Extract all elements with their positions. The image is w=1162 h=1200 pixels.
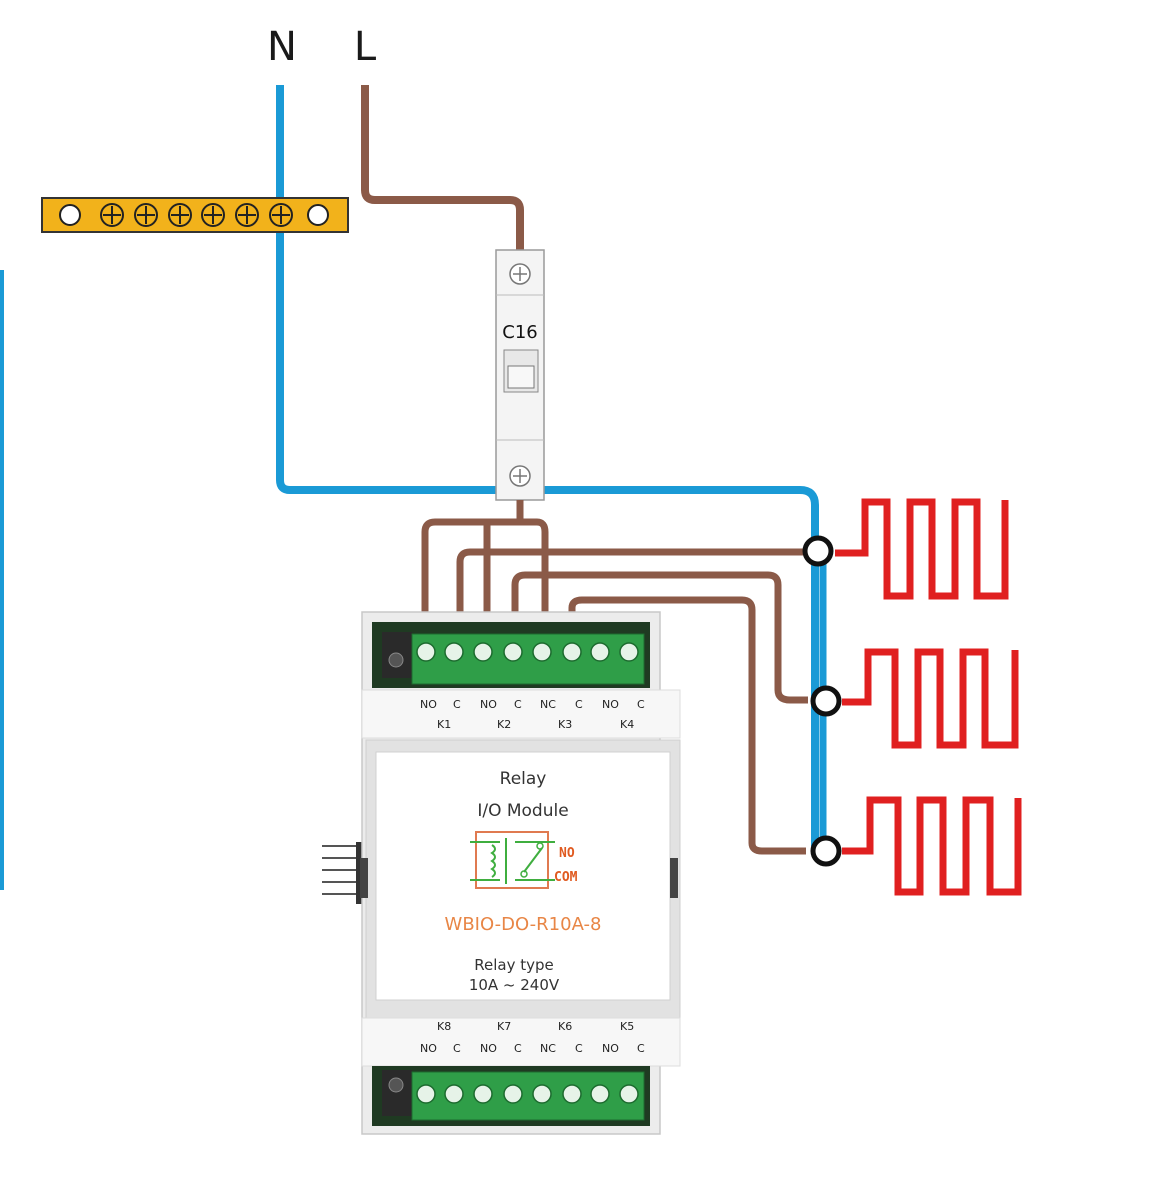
heater-2: [842, 648, 1019, 749]
k7-no-label: NO: [480, 1042, 497, 1055]
circuit-breaker: C16: [495, 249, 545, 501]
k3-c-label: C: [575, 698, 583, 711]
relay-rating-label: 10A ~ 240V: [469, 976, 560, 994]
junction-node-2: [810, 685, 842, 717]
breaker-rating: C16: [502, 322, 537, 343]
neutral-wire: [276, 85, 819, 850]
neutral-busbar: [41, 197, 349, 233]
top-channel-labels: NO C K1 NO C K2 NC C K3 NO C K4: [420, 698, 645, 731]
k1-label: K1: [437, 718, 451, 731]
k4-label: K4: [620, 718, 634, 731]
k5-c-label: C: [637, 1042, 645, 1055]
symbol-com-label: COM: [554, 870, 578, 885]
k8-label: K8: [437, 1020, 451, 1033]
k2-label: K2: [497, 718, 511, 731]
heater-3: [842, 796, 1022, 896]
k7-c-label: C: [514, 1042, 522, 1055]
symbol-no-label: NO: [559, 846, 575, 861]
k5-no-label: NO: [602, 1042, 619, 1055]
module-title-2: I/O Module: [477, 801, 568, 821]
bottom-terminal-screws: [416, 1084, 639, 1104]
line-wire-distribution: [421, 500, 549, 615]
junction-nodes: [802, 535, 842, 867]
line-wire-in: [361, 85, 524, 252]
k7-label: K7: [497, 1020, 511, 1033]
module-front-label: [375, 751, 671, 1001]
relay-type-label: Relay type: [474, 956, 554, 974]
k2-c-label: C: [514, 698, 522, 711]
module-title-1: Relay: [500, 769, 547, 789]
k1-no-label: NO: [420, 698, 437, 711]
relay-symbol-icon: [470, 831, 555, 889]
k6-c-label: C: [575, 1042, 583, 1055]
relay-module: NO C K1 NO C K2 NC C K3 NO C K4 Relay I/…: [322, 611, 681, 1135]
k3-label: K3: [558, 718, 572, 731]
k3-no-label: NC: [540, 698, 556, 711]
junction-node-3: [810, 835, 842, 867]
k4-no-label: NO: [602, 698, 619, 711]
k2-no-label: NO: [480, 698, 497, 711]
k6-no-label: NC: [540, 1042, 556, 1055]
k1-c-label: C: [453, 698, 461, 711]
bottom-channel-labels: K8 NO C K7 NO C K6 NC C K5 NO C: [420, 1020, 645, 1055]
breaker-toggle: [507, 365, 535, 389]
top-terminal-screws: [416, 642, 639, 662]
k5-label: K5: [620, 1020, 634, 1033]
junction-node-1: [802, 535, 834, 567]
neutral-label: N: [267, 24, 297, 70]
line-label: L: [354, 24, 377, 70]
pin-header: [322, 845, 360, 895]
k4-c-label: C: [637, 698, 645, 711]
heater-1: [835, 498, 1009, 600]
k8-c-label: C: [453, 1042, 461, 1055]
module-model: WBIO-DO-R10A-8: [445, 914, 602, 935]
k6-label: K6: [558, 1020, 572, 1033]
k8-no-label: NO: [420, 1042, 437, 1055]
relay-output-wires: [456, 548, 808, 855]
